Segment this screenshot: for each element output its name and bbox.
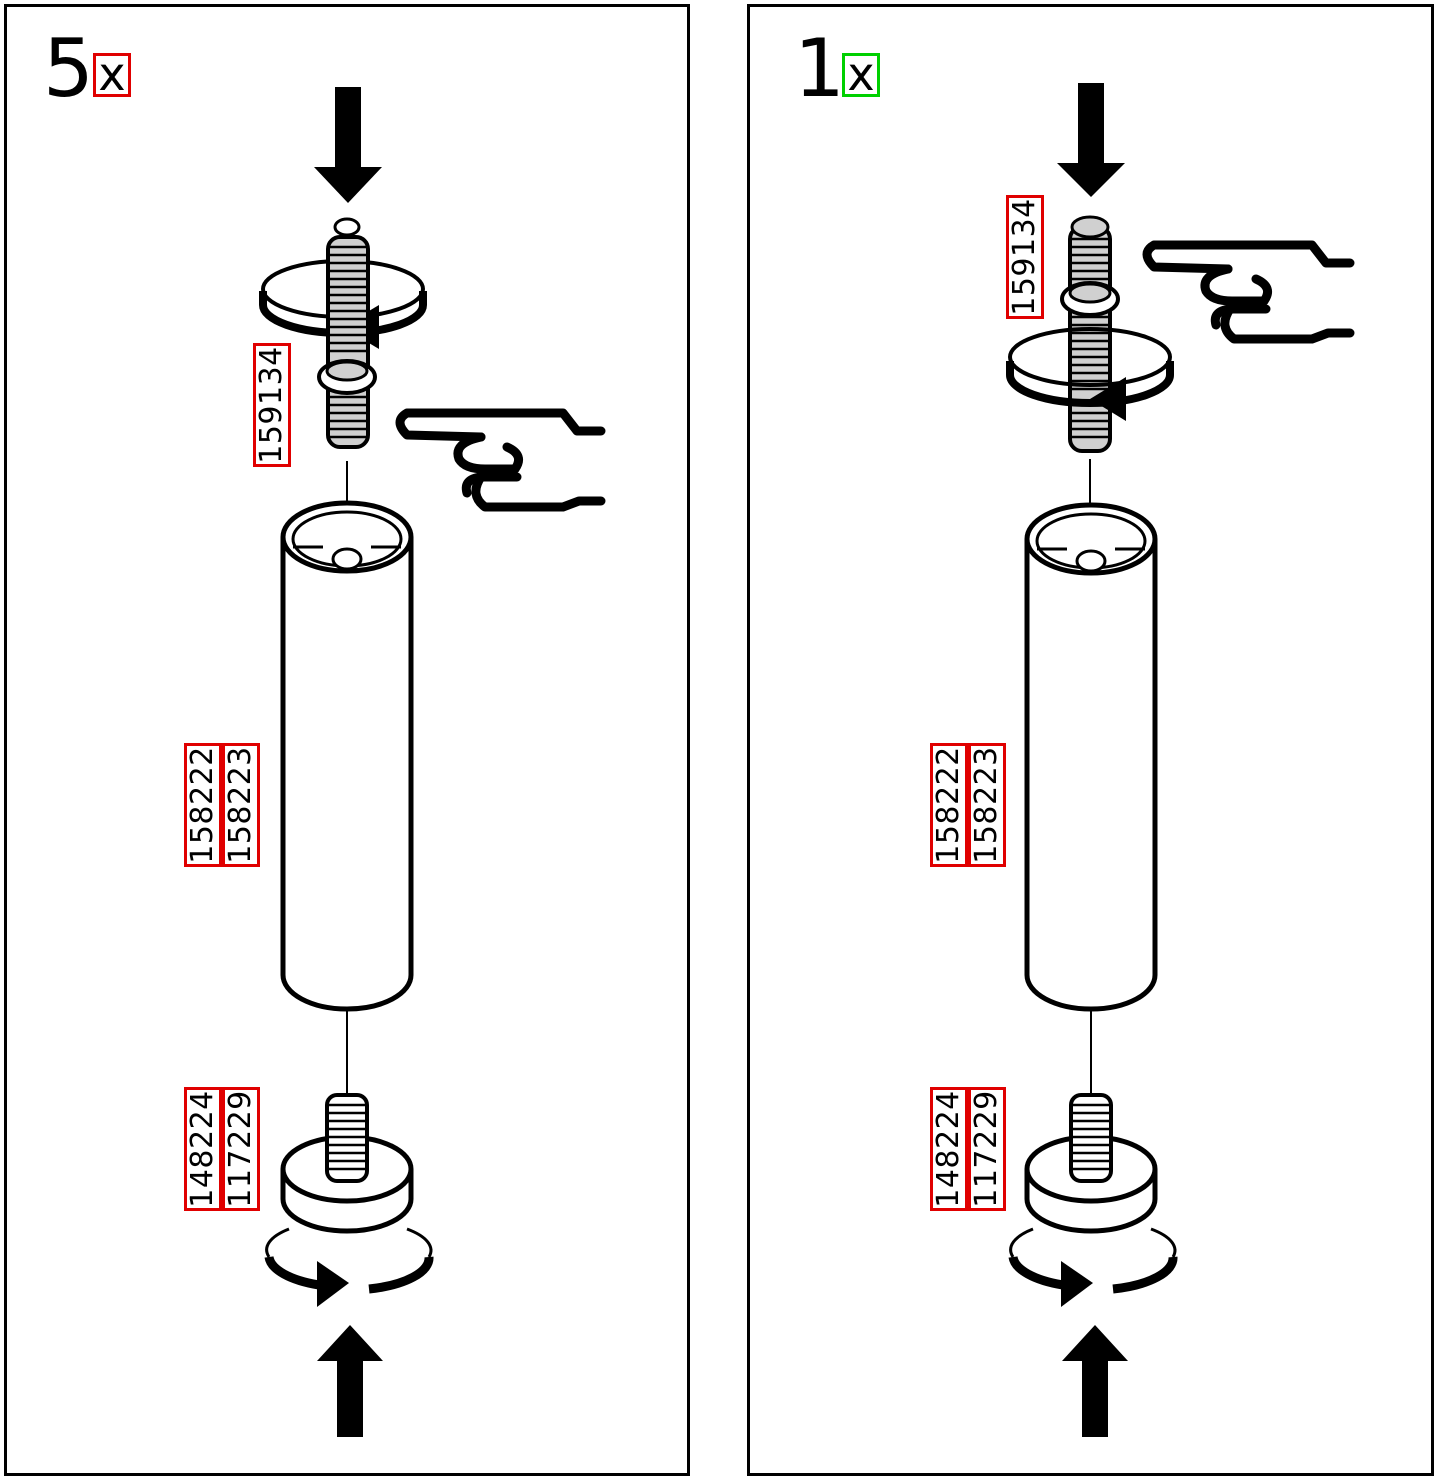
part-number-label: 158222 [184,743,222,867]
part-number-label: 148224 [930,1087,968,1211]
part-number-label: 159134 [1006,195,1044,319]
part-number-label: 148224 [184,1087,222,1211]
screw-part [317,217,377,449]
part-number-label: 117229 [968,1087,1006,1211]
quantity-label: 1 [794,22,845,115]
assembly-illustration-left [259,87,606,1437]
leg-tube [1024,459,1158,1097]
assembly-illustration-right [1006,83,1355,1437]
screw-part [1060,215,1120,453]
rotate-icon [1006,327,1174,421]
arrow-up-icon [317,1325,383,1437]
arrow-down-icon [314,87,382,203]
arrow-down-icon [1057,83,1125,197]
quantity-x-mark: x [842,51,880,97]
part-number-label: 158222 [930,743,968,867]
rotate-icon [264,1227,434,1307]
pointing-hand-icon [395,408,606,512]
arrow-up-icon [1062,1325,1128,1437]
quantity-x-mark: x [93,51,131,97]
quantity-label: 5 [43,22,94,115]
foot-part [1024,1093,1158,1234]
part-number-label: 158223 [968,743,1006,867]
foot-part [280,1093,414,1234]
part-number-label: 158223 [222,743,260,867]
step-panel-left: 5 x 159134 158222 158223 148224 117229 [4,4,690,1476]
part-number-label: 117229 [222,1087,260,1211]
step-panel-right: 1 x 159134 158222 158223 148224 117229 [747,4,1434,1476]
rotate-icon [1008,1227,1178,1307]
pointing-hand-icon [1142,240,1355,344]
part-number-label: 159134 [253,343,291,467]
leg-tube [280,461,414,1097]
